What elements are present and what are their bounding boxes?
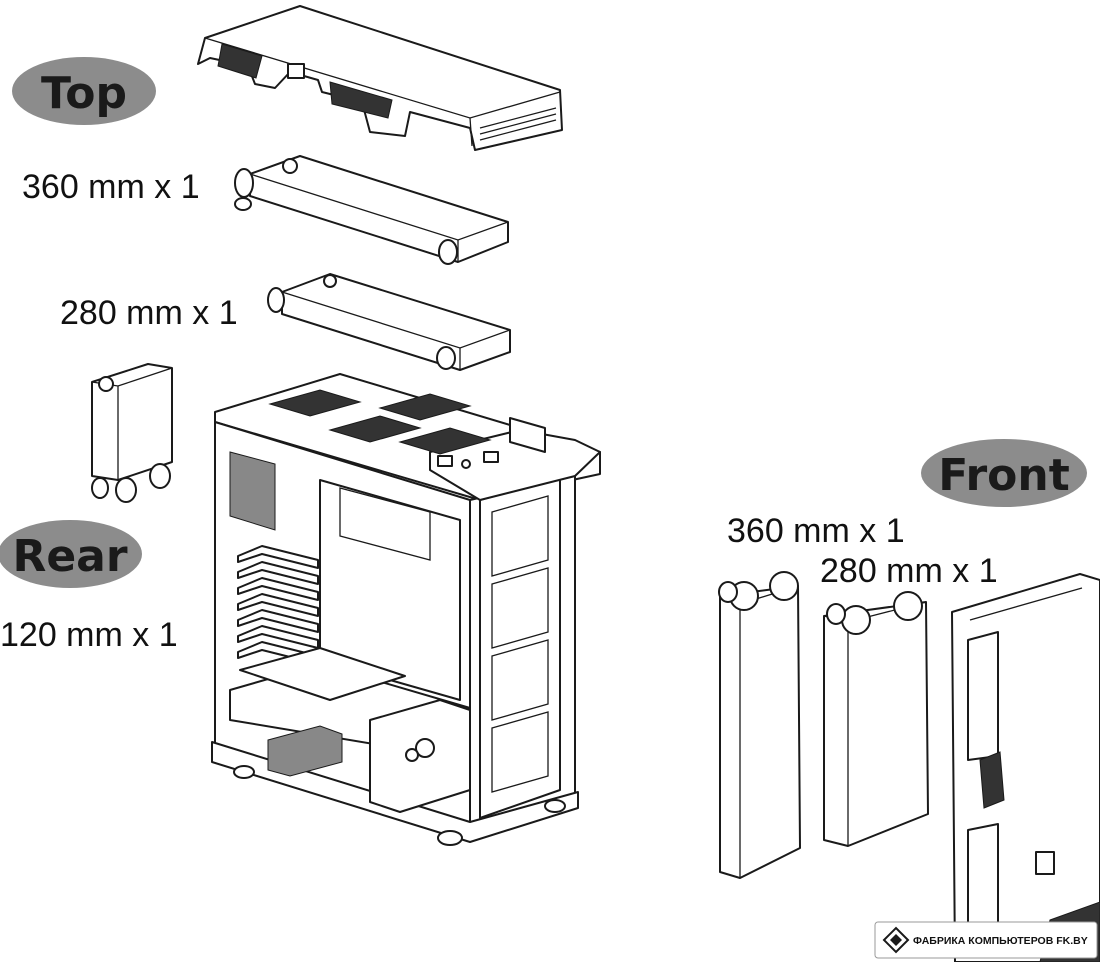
caption-front-360: 360 mm x 1: [727, 512, 905, 550]
top-360-radiator-illustration: [234, 155, 509, 265]
label-front-text: Front: [938, 450, 1070, 501]
caption-top-280: 280 mm x 1: [60, 294, 238, 332]
label-rear-text: Rear: [12, 531, 127, 582]
front-280-radiator-illustration: [823, 591, 929, 847]
watermark-logo-icon: [882, 926, 910, 954]
watermark-text: ФАБРИКА КОМПЬЮТЕРОВ FK.BY: [913, 935, 1088, 947]
label-top-text: Top: [41, 68, 127, 119]
caption-top-360: 360 mm x 1: [22, 168, 200, 206]
front-panel-illustration: [951, 573, 1100, 962]
watermark-badge: ФАБРИКА КОМПЬЮТЕРОВ FK.BY: [874, 921, 1098, 959]
top-280-radiator-illustration: [267, 273, 511, 371]
case-chassis-illustration: [211, 373, 601, 846]
caption-rear-120: 120 mm x 1: [0, 616, 178, 654]
top-panel-illustration: [197, 5, 563, 151]
caption-front-280: 280 mm x 1: [820, 552, 998, 590]
label-rear: Rear: [0, 520, 142, 588]
label-front: Front: [921, 439, 1087, 507]
label-top: Top: [12, 57, 156, 125]
rear-120-radiator-illustration: [91, 363, 173, 503]
front-360-radiator-illustration: [718, 571, 801, 879]
